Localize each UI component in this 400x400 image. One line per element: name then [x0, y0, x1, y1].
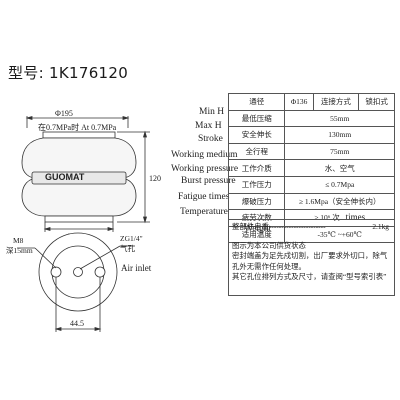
dim-spacing: 44.5 [70, 319, 84, 328]
note-line-2: 密封端盖为足先戍切割，出厂要求外切口，除气 [232, 251, 388, 261]
row-key: 工作压力 [227, 175, 286, 194]
header-bore-label: 通径 [227, 93, 286, 111]
height-dimension [117, 130, 150, 224]
label-temperature: Temperature [180, 207, 228, 217]
header-bore-value: Φ136 [284, 93, 314, 111]
row-value-text: ≥ 10⁶ 次 [314, 213, 340, 223]
spec-table: 通径 Φ136 连接方式 锁扣式 最低压缩 55mm 安全伸长 130mm 全行… [227, 93, 395, 244]
row-value: ≥ 1.6Mpa（安全伸长内） [284, 192, 395, 211]
air-port-label: ZG1/4" [120, 234, 143, 243]
label-fatigue-times: Fatigue times [178, 192, 230, 202]
label-stroke: Stroke [198, 134, 223, 144]
row-key: 最低压缩 [227, 109, 286, 128]
model-number: 型号: 1K176120 [8, 62, 128, 83]
bolt-hole-right [94, 266, 106, 278]
row-value: 130mm [284, 126, 395, 144]
air-inlet-label: Air inlet [121, 263, 152, 273]
row-value: 水、空气 [284, 159, 395, 177]
row-value: ≤ 0.7Mpa [284, 175, 395, 194]
label-min-h: Min H [199, 107, 225, 117]
top-plate [42, 131, 116, 139]
dim-top-note: 在0.7MPa时 At 0.7MPa [38, 122, 117, 132]
label-max-h: Max H [195, 121, 222, 131]
dim-height: 120 [149, 174, 161, 183]
bolt-label-depth: 深15mm [6, 246, 33, 255]
header-connection-label: 连接方式 [312, 93, 360, 111]
notes-box: 整部件自重----------------------- 2.1kg 图示为本公… [228, 219, 395, 296]
bottom-plate [44, 215, 114, 223]
label-weight: Weight [244, 224, 272, 234]
air-port-cn-label: 气孔 [120, 243, 135, 253]
row-key: 安全伸长 [227, 126, 286, 144]
table-row: 工作介质 水、空气 [227, 159, 395, 177]
note-line-3: 孔外无需作任何处理。 [232, 261, 306, 271]
table-row: 适用温度 -35℃ ~+60℃ [227, 225, 395, 244]
row-key: 爆破压力 [227, 192, 286, 211]
row-value: 75mm [284, 142, 395, 161]
row-key: 工作介质 [227, 159, 286, 177]
label-working-medium: Working medium [171, 150, 238, 160]
table-row: 爆破压力 ≥ 1.6Mpa（安全伸长内） [227, 192, 395, 211]
bottom-diameter-dimension [43, 222, 115, 232]
note-line-1: 图示为本公司供货状态 [232, 241, 306, 251]
girdle-ring [31, 171, 127, 185]
model-label: 型号: [8, 64, 44, 82]
table-row: 工作压力 ≤ 0.7Mpa [227, 175, 395, 194]
air-inlet-hole [73, 267, 83, 277]
table-row: 全行程 75mm [227, 142, 395, 161]
row-value-suffix: times [345, 212, 366, 223]
weight-line: 整部件自重----------------------- [232, 222, 326, 231]
top-diameter-dimension [25, 115, 130, 128]
model-value: 1K176120 [49, 64, 129, 82]
weight-value: 2.1kg [372, 222, 389, 231]
row-key: 全行程 [227, 142, 286, 161]
bolt-label-m8: M8 [13, 236, 24, 245]
note-line-4: 其它孔位排列方式及尺寸，请查阅“型号索引表” [232, 271, 387, 281]
table-row: 疲劳次数 ≥ 10⁶ 次 times [227, 209, 395, 227]
row-key: 适用温度 [227, 225, 286, 244]
label-burst-pressure: Burst pressure [181, 176, 236, 186]
dim-top-diameter: Φ195 [55, 109, 73, 118]
row-value: 55mm [284, 109, 395, 128]
spacing-dimension [54, 277, 102, 332]
table-row: 最低压缩 55mm [227, 109, 395, 128]
brand-logo: GUOMAT [45, 172, 85, 182]
header-connection-value: 锁扣式 [358, 93, 395, 111]
label-working-pressure: Working pressure [171, 164, 239, 174]
table-row: 安全伸长 130mm [227, 126, 395, 144]
spec-table-header: 通径 Φ136 连接方式 锁扣式 [227, 93, 395, 111]
air-spring-drawing: Φ195 在0.7MPa时 At 0.7MPa GUOMAT 120 Φ105 [0, 108, 210, 400]
bolt-hole-left [50, 266, 62, 278]
